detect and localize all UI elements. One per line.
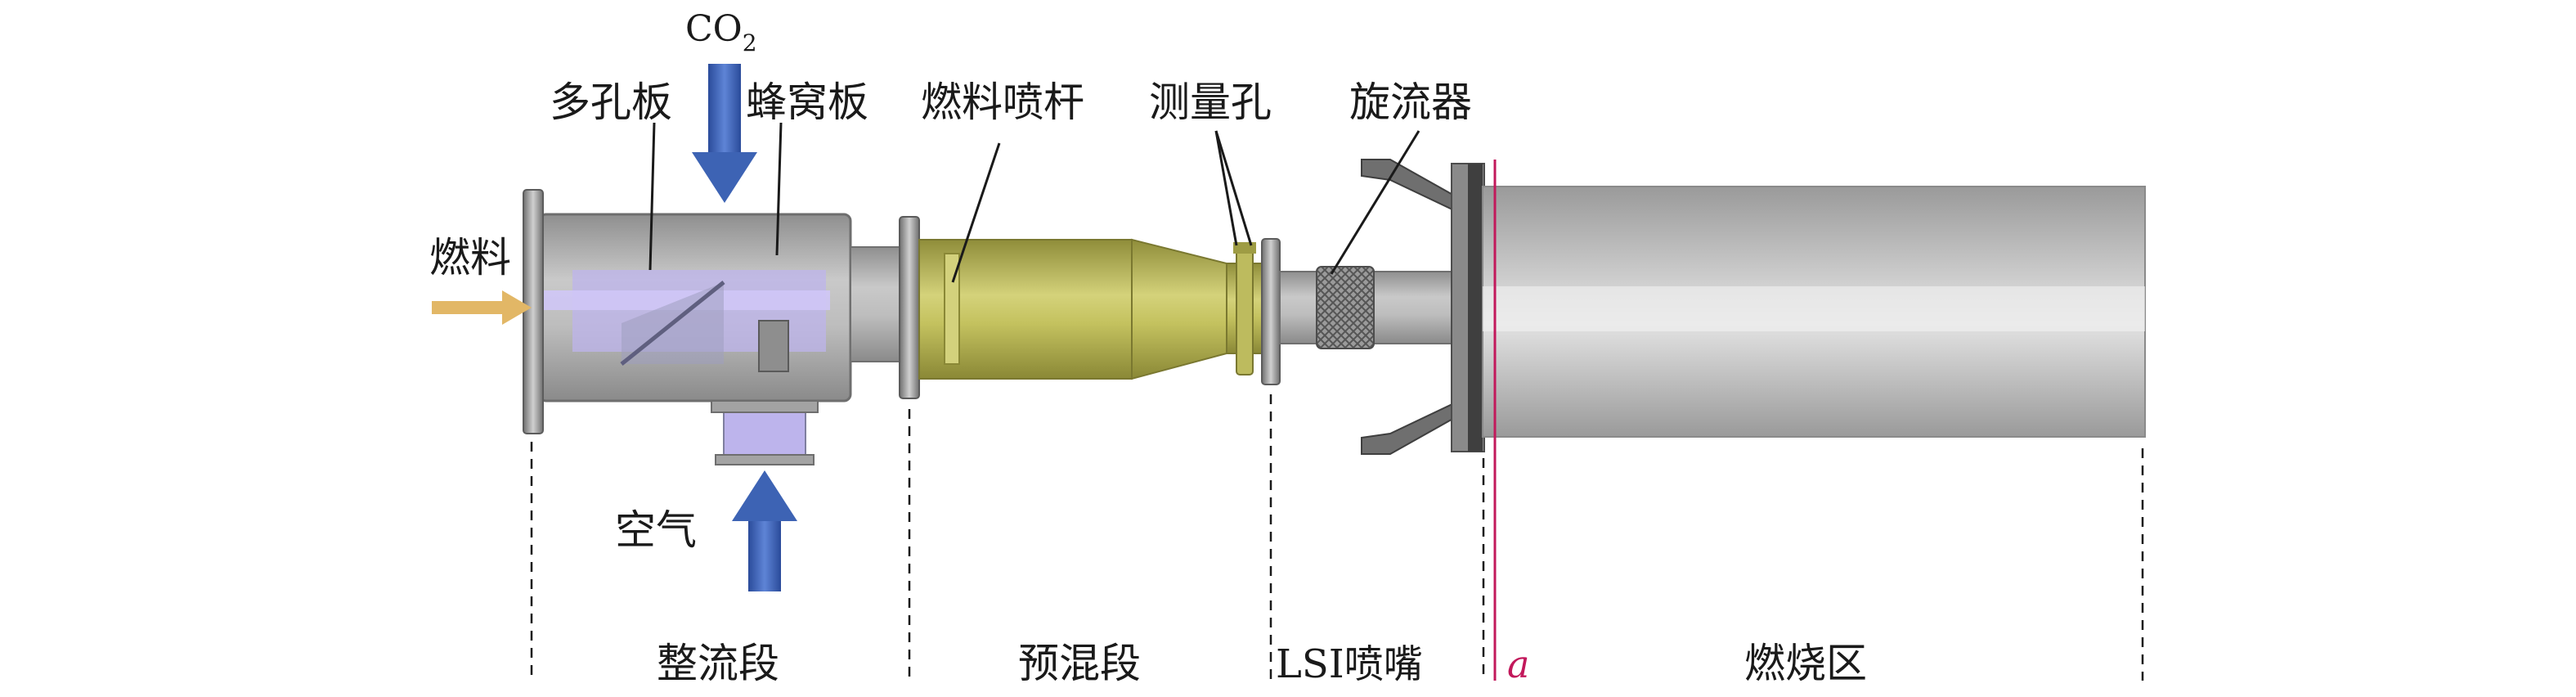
section-lsi-nozzle: LSI喷嘴 bbox=[1276, 641, 1423, 687]
fuel-injector-rod-shape bbox=[944, 253, 960, 365]
fuel-injector-rod-label: 燃料喷杆 bbox=[921, 79, 1084, 126]
section-dividers bbox=[530, 394, 2144, 681]
section-flow-straightening: 整流段 bbox=[657, 640, 779, 687]
section-combustion: 燃烧区 bbox=[1744, 640, 1867, 687]
flange-2 bbox=[899, 216, 920, 399]
leader-porous-plate bbox=[648, 122, 656, 271]
leader-honeycomb bbox=[775, 122, 783, 256]
leader-fuel-rod bbox=[951, 142, 1001, 283]
swirler-bracket bbox=[1361, 159, 1485, 455]
fuel-inlet-arrow bbox=[432, 290, 532, 325]
leader-swirler bbox=[1330, 130, 1420, 275]
flange-3 bbox=[1261, 238, 1281, 385]
premix-tube bbox=[918, 238, 1227, 380]
combustion-highlight bbox=[1483, 286, 2145, 331]
porous-plate-shape bbox=[620, 281, 725, 366]
lsi-nozzle-body bbox=[1279, 266, 1452, 349]
leader-measurement-2 bbox=[1214, 130, 1253, 246]
porous-plate-label: 多孔板 bbox=[550, 79, 672, 126]
co2-inlet-arrow bbox=[692, 64, 757, 203]
leader-measurement-1 bbox=[1214, 130, 1238, 246]
air-inlet-arrow bbox=[732, 470, 797, 591]
section-premix: 预混段 bbox=[1018, 640, 1141, 687]
leader-lines bbox=[648, 122, 1420, 283]
measurement-hole-label: 测量孔 bbox=[1149, 79, 1272, 126]
section-a-label: a bbox=[1507, 642, 1529, 686]
air-inlet-pipe bbox=[711, 400, 819, 465]
swirler-label: 旋流器 bbox=[1349, 79, 1472, 126]
fuel-inlet-label: 燃料 bbox=[429, 234, 511, 281]
air-inlet-label: 空气 bbox=[615, 506, 697, 554]
co2-label: CO2 bbox=[685, 8, 757, 56]
measurement-ring bbox=[1226, 242, 1264, 375]
honeycomb-shape bbox=[758, 320, 789, 372]
inlet-flange bbox=[523, 189, 544, 434]
honeycomb-label: 蜂窝板 bbox=[746, 79, 868, 126]
